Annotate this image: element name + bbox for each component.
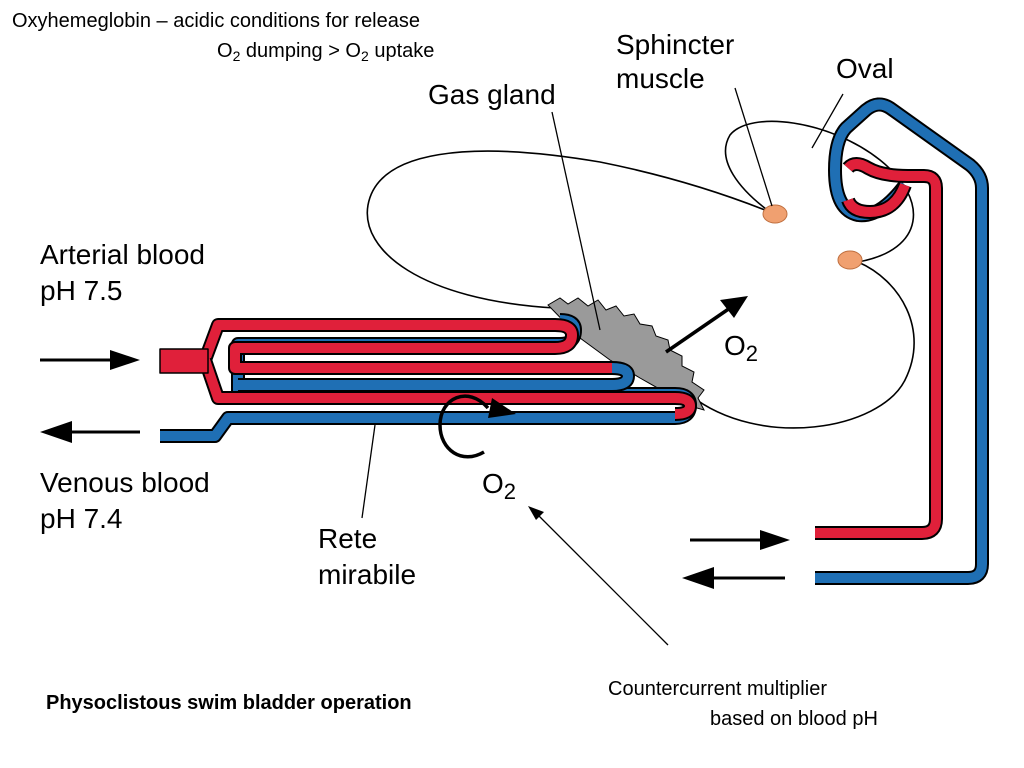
- countercurrent-arrowhead: [528, 506, 544, 520]
- header-o2-a-sub: 2: [232, 48, 241, 64]
- swim-bladder-outline: [366, 120, 915, 429]
- figure-title: Physoclistous swim bladder operation: [46, 692, 412, 714]
- countercurrent-label-line-2: based on blood pH: [710, 708, 878, 730]
- header-o2-a: O: [217, 40, 233, 62]
- sphincter-label-line-1: Sphincter: [616, 29, 735, 60]
- artery-main: [160, 320, 612, 373]
- venous-label-line-1: Venous blood: [40, 467, 210, 498]
- o2-rete-o: O: [482, 468, 504, 499]
- o2-rete-sub: 2: [503, 479, 517, 504]
- rete-label-line-2: mirabile: [318, 559, 417, 590]
- o2-diffusion-arrow-shaft: [665, 306, 731, 354]
- oval-label: Oval: [836, 53, 894, 84]
- rete-mirabile-vessels: [159, 313, 697, 443]
- o2-rete-label: O2: [482, 468, 516, 505]
- header-line-1: Oxyhemeglobin – acidic conditions for re…: [12, 10, 420, 32]
- sphincter-label-line-2: muscle: [616, 63, 705, 94]
- rete-leader: [361, 424, 376, 519]
- left-arrows: [40, 350, 140, 443]
- arterial-label-line-1: Arterial blood: [40, 239, 205, 270]
- o2-diffusion-arrowhead: [720, 296, 748, 318]
- o2-gland-sub: 2: [745, 341, 759, 366]
- countercurrent-leader: [534, 511, 669, 646]
- oval-leader: [811, 93, 844, 149]
- rete-label-line-1: Rete: [318, 523, 378, 554]
- artery-lower: [200, 358, 695, 419]
- artery-inlet: [159, 348, 209, 374]
- leader-lines: [361, 87, 844, 646]
- o2-gland-label: O2: [724, 330, 758, 367]
- o2-recycle-arrowhead: [488, 398, 516, 418]
- sphincter-muscle-bottom: [837, 250, 863, 270]
- o2-gland-o: O: [724, 330, 746, 361]
- header-o2-b-sub: 2: [360, 48, 369, 64]
- right-arrows: [682, 530, 790, 589]
- header-uptake: uptake: [368, 40, 435, 62]
- venous-hairpin-inner-fill: [238, 363, 633, 390]
- header-dumping: dumping > O: [240, 40, 361, 62]
- arterial-label-line-2: pH 7.5: [40, 275, 123, 306]
- countercurrent-label-line-1: Countercurrent multiplier: [608, 678, 827, 700]
- oval-loop-red: [843, 183, 910, 217]
- oval-outflow-arrow: [682, 567, 714, 589]
- gas-gland-label: Gas gland: [428, 79, 556, 110]
- gas-gland-leader: [551, 111, 601, 331]
- arterial-inflow-arrow: [110, 350, 140, 370]
- oval-artery: [815, 159, 941, 538]
- header-line-2: O2 dumping > O2 uptake: [217, 38, 434, 64]
- oval-vessels: [815, 97, 989, 585]
- sphincter-leader: [734, 87, 773, 207]
- sphincter-muscle-top: [762, 204, 788, 224]
- oval-inflow-arrow: [760, 530, 790, 550]
- o2-recycle-arrow: [438, 394, 490, 459]
- venous-outflow-arrow: [40, 421, 72, 443]
- venous-label-line-2: pH 7.4: [40, 503, 123, 534]
